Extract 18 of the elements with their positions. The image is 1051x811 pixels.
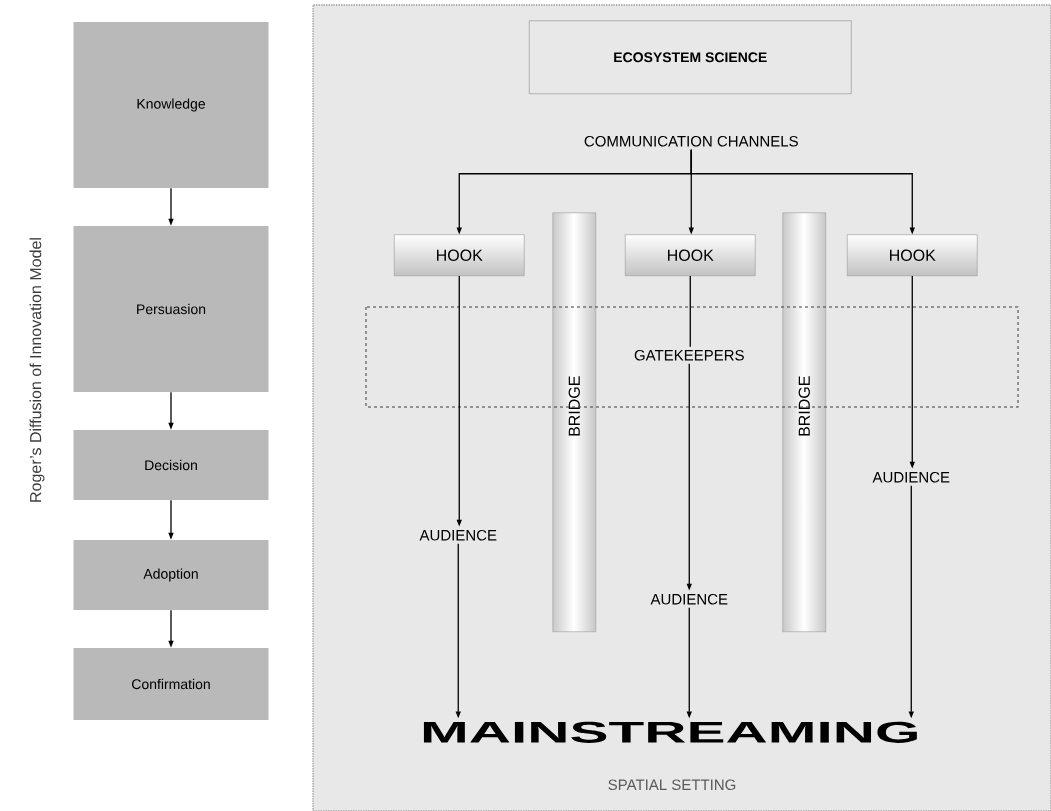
title-box: ECOSYSTEM SCIENCE: [529, 20, 852, 94]
bridge-bar: BRIDGE: [552, 212, 596, 632]
headline-text: MAINSTREAMING: [423, 721, 917, 743]
stage-box: Adoption: [73, 540, 269, 610]
bridge-bar: BRIDGE: [782, 212, 826, 632]
text-label: AUDIENCE: [419, 529, 497, 541]
stage-box: Knowledge: [73, 22, 269, 188]
stage-box: Decision: [73, 430, 269, 500]
side-title: Roger’s Diffusion of Innovation Model: [29, 238, 45, 502]
stage-box: Persuasion: [73, 226, 269, 392]
text-label: AUDIENCE: [872, 471, 950, 483]
stage-box: Confirmation: [73, 648, 269, 720]
hook-box: HOOK: [394, 234, 525, 276]
hook-box: HOOK: [625, 234, 756, 276]
text-label: COMMUNICATION CHANNELS: [584, 135, 798, 147]
text-label: AUDIENCE: [650, 593, 728, 605]
text-label: GATEKEEPERS: [634, 349, 744, 361]
hook-box: HOOK: [847, 234, 978, 276]
